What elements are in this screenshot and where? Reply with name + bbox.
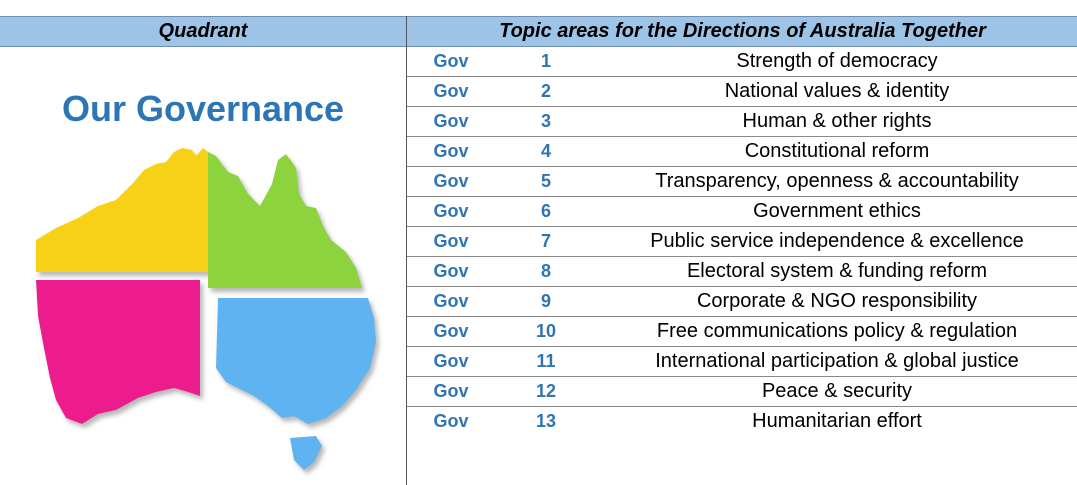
- topic-code: Gov: [433, 171, 469, 191]
- topic-code: Gov: [433, 381, 469, 401]
- topic-name: Public service independence & excellence: [650, 230, 1024, 252]
- topic-number: 7: [540, 231, 551, 251]
- topic-code: Gov: [433, 141, 469, 161]
- topic-code: Gov: [433, 261, 469, 281]
- quadrant-column-header: Quadrant: [158, 20, 248, 42]
- topic-number: 8: [540, 261, 551, 281]
- topic-name: Strength of democracy: [736, 50, 938, 72]
- map-region-yellow: [36, 148, 208, 272]
- table-row: Gov 7 Public service independence & excell…: [407, 227, 1077, 257]
- map-region-green: [208, 152, 362, 288]
- topic-number: 13: [535, 411, 557, 431]
- australia-quadrant-map: [36, 148, 376, 470]
- table-row: Gov 3 Human & other rights: [407, 107, 1077, 137]
- topic-name: Peace & security: [761, 380, 913, 402]
- topic-name: Human & other rights: [742, 110, 932, 132]
- topic-number: 5: [540, 171, 551, 191]
- topic-name: Humanitarian effort: [752, 410, 922, 432]
- table-row: Gov 13 Humanitarian effort: [407, 407, 1077, 437]
- table-row: Gov 2 National values & identity: [407, 77, 1077, 107]
- table-row: Gov 11 International participation & globa…: [407, 347, 1077, 377]
- topic-code: Gov: [433, 231, 469, 251]
- table-row: Gov 5 Transparency, openness & accountabil…: [407, 167, 1077, 197]
- topic-number: 6: [540, 201, 551, 221]
- topic-name: Corporate & NGO responsibility: [696, 290, 978, 312]
- table-row: Gov 10 Free communications policy & regula…: [407, 317, 1077, 347]
- topic-number: 11: [536, 351, 556, 371]
- topic-code: Gov: [433, 111, 469, 131]
- topic-number: 4: [540, 141, 551, 161]
- map-region-blue: [216, 298, 376, 424]
- table-row: Gov 1 Strength of democracy: [407, 47, 1077, 77]
- topic-code: Gov: [433, 321, 469, 341]
- topic-name: National values & identity: [724, 80, 950, 102]
- topic-name: International participation & global jus…: [655, 350, 1019, 372]
- map-region-tasmania: [290, 436, 322, 470]
- quadrant-title: Our Governance: [61, 88, 345, 129]
- topic-name: Electoral system & funding reform: [686, 260, 988, 282]
- topics-column-header: Topic areas for the Directions of Austra…: [499, 20, 986, 42]
- topic-code: Gov: [433, 411, 469, 431]
- table-row: Gov 6 Government ethics: [407, 197, 1077, 227]
- topic-code: Gov: [433, 291, 469, 311]
- table-row: Gov 4 Constitutional reform: [407, 137, 1077, 167]
- topic-code: Gov: [433, 81, 469, 101]
- topic-number: 3: [540, 111, 551, 131]
- topic-name: Government ethics: [753, 200, 921, 222]
- topic-code: Gov: [433, 51, 469, 71]
- topic-code: Gov: [433, 201, 469, 221]
- topic-number: 12: [535, 381, 557, 401]
- topic-number: 2: [540, 81, 551, 101]
- topic-number: 10: [535, 321, 557, 341]
- topic-number: 9: [540, 291, 551, 311]
- column-divider: [406, 16, 407, 485]
- topic-name: Constitutional reform: [744, 140, 930, 162]
- table-header: Quadrant Topic areas for the Directions …: [0, 16, 1077, 47]
- map-region-pink: [36, 280, 200, 424]
- topic-code: Gov: [433, 351, 469, 371]
- table-row: Gov 8 Electoral system & funding reform: [407, 257, 1077, 287]
- topic-name: Transparency, openness & accountability: [655, 170, 1019, 192]
- table-row: Gov 12 Peace & security: [407, 377, 1077, 407]
- table-row: Gov 9 Corporate & NGO responsibility: [407, 287, 1077, 317]
- topic-name: Free communications policy & regulation: [656, 320, 1018, 342]
- topic-number: 1: [540, 51, 551, 71]
